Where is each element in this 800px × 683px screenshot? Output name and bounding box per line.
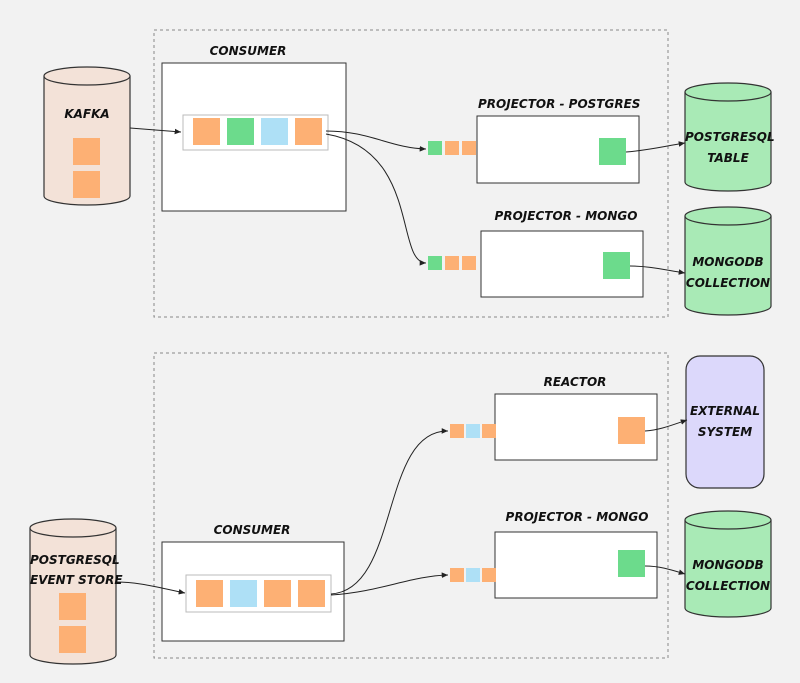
- postgresql-table-label-line1: POSTGRESQL: [685, 130, 775, 144]
- queued-event: [298, 580, 325, 607]
- event-store-event: [59, 626, 86, 653]
- inbox-event: [445, 141, 459, 155]
- inbox-event: [462, 256, 476, 270]
- queued-event: [230, 580, 257, 607]
- inbox-event: [466, 424, 480, 438]
- bottom-mongodb-collection-database-icon: [684, 510, 772, 618]
- bottom-mongodb-collection-label-line2: COLLECTION: [685, 579, 771, 593]
- consumer-to-reactor-arrow: [330, 428, 449, 595]
- external-system-label-line2: SYSTEM: [697, 425, 753, 439]
- mongodb-collection-database-icon: [684, 206, 772, 316]
- projector-postgres-title: PROJECTOR - POSTGRES: [478, 97, 641, 111]
- reactor-to-external-system-arrow: [644, 419, 688, 432]
- event-store-label-line1: POSTGRESQL: [30, 553, 120, 567]
- queued-event: [196, 580, 223, 607]
- queued-event: [193, 118, 220, 145]
- top-consumer-title: CONSUMER: [209, 44, 287, 58]
- kafka-event: [73, 171, 100, 198]
- bottom-boundary: [153, 352, 669, 659]
- queued-event: [264, 580, 291, 607]
- consumer-to-postgres-projector-arrow: [325, 130, 427, 152]
- inbox-event: [482, 424, 496, 438]
- queued-event: [227, 118, 254, 145]
- kafka-event: [73, 138, 100, 165]
- event-store-label-line2: EVENT STORE: [30, 573, 123, 587]
- inbox-event: [428, 141, 442, 155]
- mongodb-collection-label-line1: MONGODB: [692, 255, 764, 269]
- projector-postgres-item: [599, 138, 626, 165]
- postgres-projector-to-table-arrow: [625, 141, 686, 153]
- projector-mongo-title: PROJECTOR - MONGO: [494, 209, 638, 223]
- inbox-event: [445, 256, 459, 270]
- kafka-to-consumer-arrow: [129, 127, 182, 135]
- inbox-event: [428, 256, 442, 270]
- bottom-consumer-title: CONSUMER: [213, 523, 291, 537]
- mongo-projector-to-collection-arrow: [629, 265, 686, 275]
- reactor-title: REACTOR: [543, 375, 607, 389]
- bottom-projector-mongo-title: PROJECTOR - MONGO: [505, 510, 649, 524]
- event-store-event: [59, 593, 86, 620]
- inbox-event: [482, 568, 496, 582]
- inbox-event: [450, 424, 464, 438]
- consumer-to-bottom-projector-arrow: [330, 572, 449, 596]
- top-boundary: [153, 29, 669, 318]
- postgresql-table-label-line2: TABLE: [707, 151, 749, 165]
- inbox-event: [450, 568, 464, 582]
- external-system-label-line1: EXTERNAL: [689, 404, 761, 418]
- queued-event: [261, 118, 288, 145]
- projector-mongo-item: [603, 252, 630, 279]
- mongodb-collection-label-line2: COLLECTION: [685, 276, 771, 290]
- bottom-projector-to-collection-arrow: [644, 565, 686, 575]
- reactor-item: [618, 417, 645, 444]
- event-store-to-consumer-arrow: [115, 581, 186, 595]
- queued-event: [295, 118, 322, 145]
- bottom-mongodb-collection-label-line1: MONGODB: [692, 558, 764, 572]
- bottom-projector-mongo-item: [618, 550, 645, 577]
- consumer-to-mongo-projector-arrow: [325, 133, 427, 266]
- postgresql-table-database-icon: [684, 82, 772, 192]
- inbox-event: [462, 141, 476, 155]
- kafka-label: KAFKA: [64, 107, 110, 121]
- inbox-event: [466, 568, 480, 582]
